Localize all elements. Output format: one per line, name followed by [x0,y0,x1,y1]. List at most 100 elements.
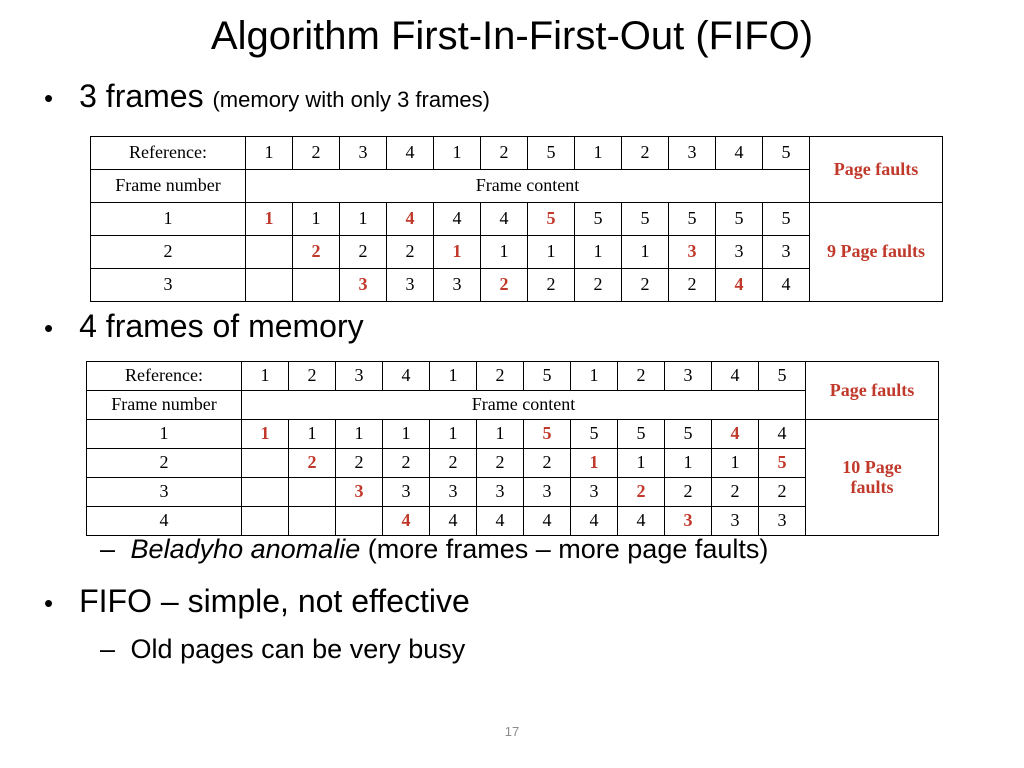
frame-number-label: Frame number [90,169,246,203]
frame-cell: 2 [386,235,434,269]
reference-cell: 2 [480,136,528,170]
frame-cell [241,477,289,507]
frame-cell: 5 [570,419,618,449]
frame-cell: 2 [292,235,340,269]
reference-row: Reference: 1 2 3 4 1 2 5 1 2 3 4 5 Page … [90,136,943,203]
frame-number: 3 [90,268,246,302]
reference-cell: 4 [386,136,434,170]
page-faults-label: Page faults [809,136,943,203]
frame-cell: 5 [574,202,622,236]
reference-cell: 3 [339,136,387,170]
frame-cell: 1 [570,448,618,478]
frame-cell: 5 [621,202,669,236]
bullet-dot-icon: • [44,313,54,343]
dash-marker: – [100,634,116,664]
frame-cell: 5 [758,448,806,478]
frame-row: 3 3 3 3 3 3 3 2 2 2 2 [86,477,939,507]
sub-bullet-belady: – Beladyho anomalie (more frames – more … [100,534,768,565]
frame-cell: 4 [570,506,618,536]
frame-cell: 3 [476,477,524,507]
frame-cell: 2 [711,477,759,507]
reference-cell: 5 [762,136,810,170]
frame-cell: 3 [715,235,763,269]
reference-cell: 2 [292,136,340,170]
frame-cell: 1 [574,235,622,269]
frame-cell: 2 [382,448,430,478]
frame-cell: 1 [527,235,575,269]
frame-cell: 1 [617,448,665,478]
frame-number-label: Frame number [86,390,242,420]
frame-cell: 1 [288,419,336,449]
frame-cell: 2 [621,268,669,302]
bullet-fifo-summary-text: FIFO – simple, not effective [79,583,470,619]
old-pages-text: Old pages can be very busy [130,634,466,664]
frame-cell: 3 [762,235,810,269]
reference-cell: 4 [715,136,763,170]
frame-cell: 2 [288,448,336,478]
frame-cell: 2 [574,268,622,302]
frame-cell: 3 [570,477,618,507]
frame-cell: 4 [523,506,571,536]
bullet-fifo-summary: • FIFO – simple, not effective [44,583,470,620]
frame-cell: 3 [711,506,759,536]
page-faults-value: 10 Page faults [805,419,939,536]
reference-cell: 2 [288,361,336,391]
page-faults-label: Page faults [805,361,939,420]
frame-cell: 5 [715,202,763,236]
header-row: Frame number Frame content [90,169,943,203]
dash-marker: – [100,534,116,564]
page-faults-value-line2: faults [850,476,894,497]
frame-row: 2 2 2 2 1 1 1 1 1 3 3 3 [90,235,943,269]
frame-row: 4 4 4 4 4 4 4 3 3 3 [86,506,939,536]
fifo-table-4-frames: Reference: 1 2 3 4 1 2 5 1 2 3 4 5 Page … [86,361,939,536]
reference-label: Reference: [90,136,246,170]
header-row: Frame number Frame content [86,390,939,420]
reference-cell: 2 [617,361,665,391]
frame-cell: 3 [335,477,383,507]
frame-row: 1 1 1 1 1 1 1 5 5 5 5 4 4 10 Page faults [86,419,939,536]
frame-cell: 3 [668,235,716,269]
bullet-3-frames: • 3 frames (memory with only 3 frames) [44,78,490,115]
bullet-dot-icon: • [44,588,54,618]
frame-cell [292,268,340,302]
frame-cell: 2 [668,268,716,302]
frame-cell: 4 [386,202,434,236]
bullet-4-frames-text: 4 frames of memory [79,308,364,344]
frame-cell: 2 [758,477,806,507]
frame-cell: 4 [715,268,763,302]
frame-cell: 1 [241,419,289,449]
frame-cell: 2 [664,477,712,507]
frame-cell: 2 [617,477,665,507]
frame-cell: 4 [476,506,524,536]
frame-cell: 1 [245,202,293,236]
frame-cell: 4 [433,202,481,236]
frame-cell: 1 [433,235,481,269]
frame-cell: 3 [382,477,430,507]
page-faults-value: 9 Page faults [809,202,943,302]
frame-number: 4 [86,506,242,536]
reference-cell: 1 [245,136,293,170]
frame-cell: 1 [292,202,340,236]
frame-cell [288,506,336,536]
reference-cell: 3 [668,136,716,170]
frame-cell: 1 [711,448,759,478]
frame-cell: 4 [429,506,477,536]
reference-cell: 1 [570,361,618,391]
frame-cell: 5 [523,419,571,449]
frame-cell: 1 [382,419,430,449]
frame-number: 3 [86,477,242,507]
reference-cell: 1 [433,136,481,170]
reference-row: Reference: 1 2 3 4 1 2 5 1 2 3 4 5 Page … [86,361,939,420]
frame-cell: 1 [476,419,524,449]
frame-row: 1 1 1 1 4 4 4 5 5 5 5 5 5 9 Page faults [90,202,943,302]
frame-cell: 4 [758,419,806,449]
frame-cell [241,448,289,478]
frame-cell: 2 [429,448,477,478]
bullet-3-frames-note: (memory with only 3 frames) [212,87,490,112]
frame-cell: 1 [480,235,528,269]
frame-cell: 2 [339,235,387,269]
frame-number: 2 [86,448,242,478]
reference-cell: 3 [664,361,712,391]
fifo-table-3-frames: Reference: 1 2 3 4 1 2 5 1 2 3 4 5 Page … [90,136,943,302]
frame-number: 2 [90,235,246,269]
